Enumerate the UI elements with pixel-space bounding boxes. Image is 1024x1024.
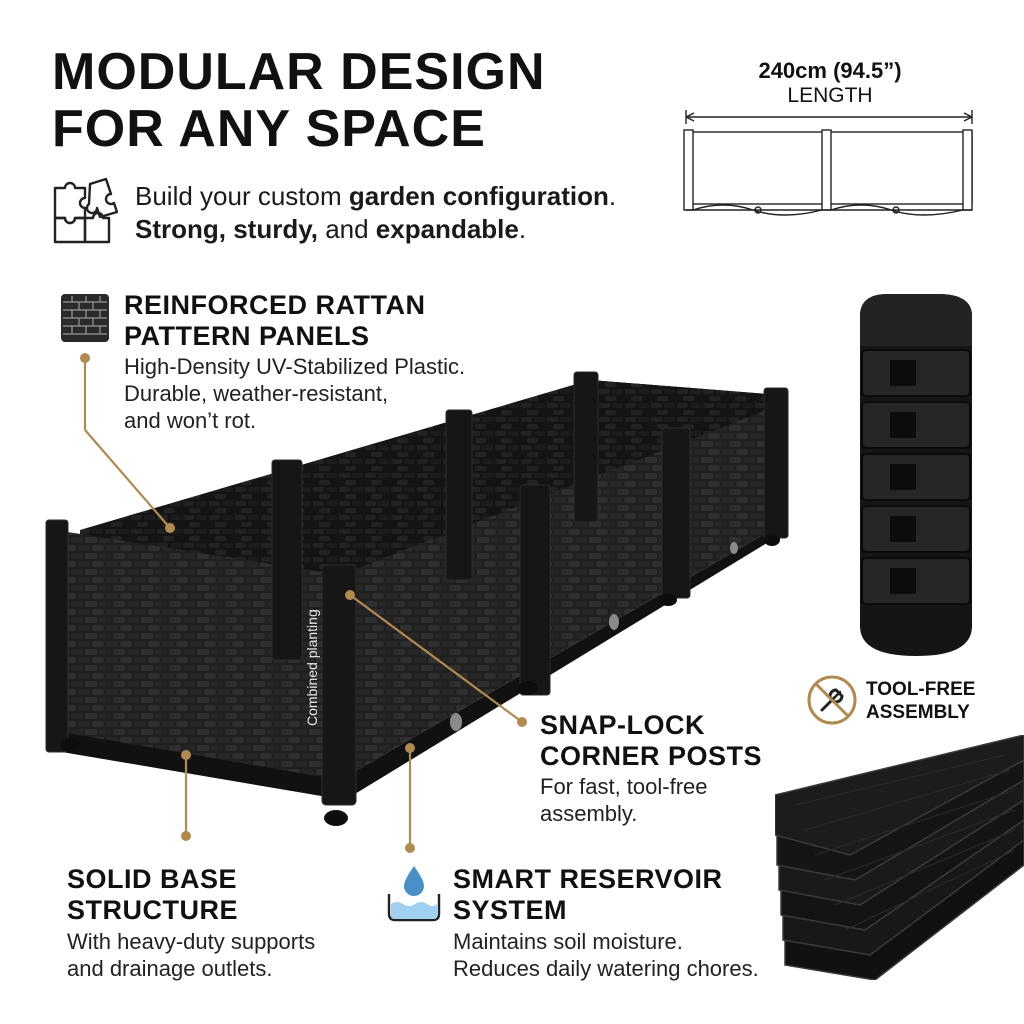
base-title: SOLID BASE STRUCTURE [67, 864, 238, 925]
rattan-description: High-Density UV-Stabilized Plastic. Dura… [124, 354, 466, 433]
length-label: LENGTH [787, 84, 873, 107]
no-tools-icon [807, 675, 857, 725]
rattan-title: REINFORCED RATTAN PATTERN PANELS [124, 290, 426, 351]
title-line-1: MODULAR DESIGN [52, 43, 546, 101]
title-line-2: FOR ANY SPACE [52, 100, 486, 158]
tool-free-badge: TOOL-FREE ASSEMBLY [866, 679, 976, 723]
length-diagram [683, 110, 973, 216]
water-drop-icon [387, 866, 441, 922]
page-title: MODULAR DESIGN FOR ANY SPACE [52, 44, 546, 158]
rattan-weave-icon [61, 294, 109, 342]
reservoir-title: SMART RESERVOIR SYSTEM [453, 864, 723, 925]
reservoir-description: Maintains soil moisture. Reduces daily w… [453, 929, 759, 981]
tagline-line-1: Build your custom garden configuration. [135, 181, 617, 211]
corner-post-illustration [860, 294, 972, 656]
base-description: With heavy-duty supports and drainage ou… [67, 929, 316, 981]
callout-dot [80, 353, 90, 363]
tagline-line-2: Strong, sturdy, and expandable. [135, 214, 527, 244]
puzzle-icon [53, 177, 118, 244]
tagline-emphasis: garden configuration [348, 181, 609, 211]
snaplock-description: For fast, tool-free assembly. [540, 774, 708, 826]
stacked-panels-illustration [775, 735, 1024, 980]
length-value: 240cm (94.5”) [758, 58, 902, 83]
planter-illustration [45, 371, 789, 826]
snaplock-title: SNAP-LOCK CORNER POSTS [540, 710, 763, 771]
